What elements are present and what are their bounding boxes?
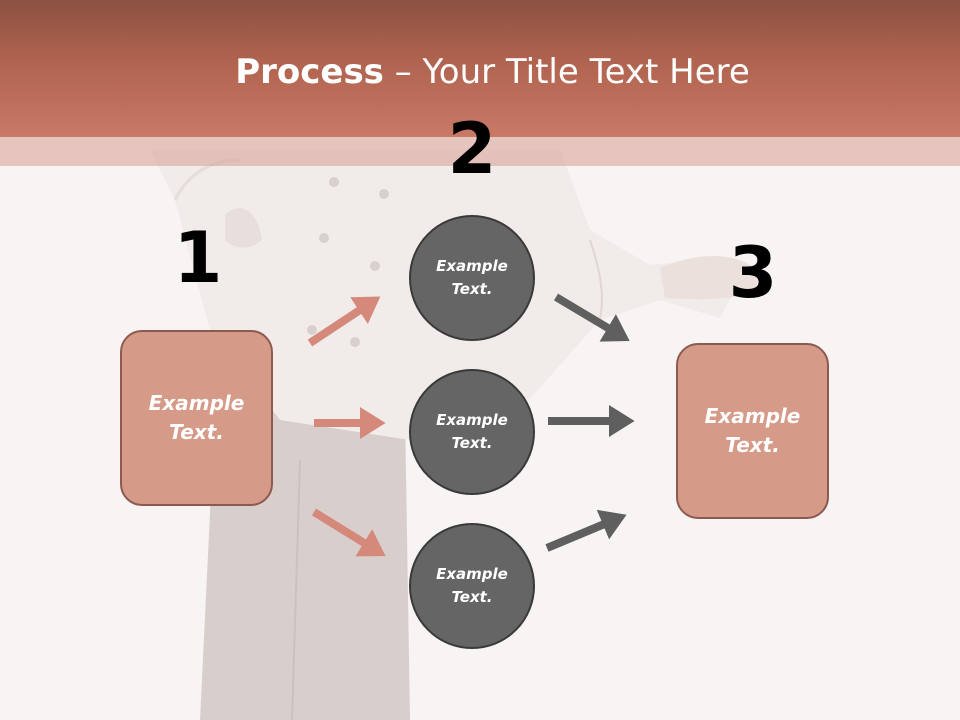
step1-box-text: Example Text.	[148, 391, 245, 444]
arrow-to-top-circle	[307, 296, 381, 347]
title-band	[0, 137, 960, 166]
step3-box-text: Example Text.	[704, 404, 801, 457]
step2-circle-top: Example Text.	[409, 215, 535, 341]
circle-middle-text: Example Text.	[436, 411, 508, 452]
step2-circle-middle: Example Text.	[409, 369, 535, 495]
title-bar	[0, 0, 960, 137]
title-bold: Process	[235, 52, 384, 92]
step2-circle-bottom: Example Text.	[409, 523, 535, 649]
step-number-2: 2	[447, 108, 497, 190]
step-number-1: 1	[173, 217, 223, 299]
circle-bottom-text: Example Text.	[436, 565, 508, 606]
step3-box: Example Text.	[676, 343, 829, 519]
circle-top-text: Example Text.	[436, 257, 508, 298]
slide-title: Process – Your Title Text Here	[0, 52, 960, 92]
step-number-3: 3	[728, 232, 778, 314]
arrow-from-top-circle	[553, 293, 630, 342]
arrow-to-bottom-circle	[311, 508, 386, 557]
step1-box: Example Text.	[120, 330, 273, 506]
title-rest: – Your Title Text Here	[383, 52, 750, 92]
arrow-from-bottom-circle	[545, 509, 627, 552]
